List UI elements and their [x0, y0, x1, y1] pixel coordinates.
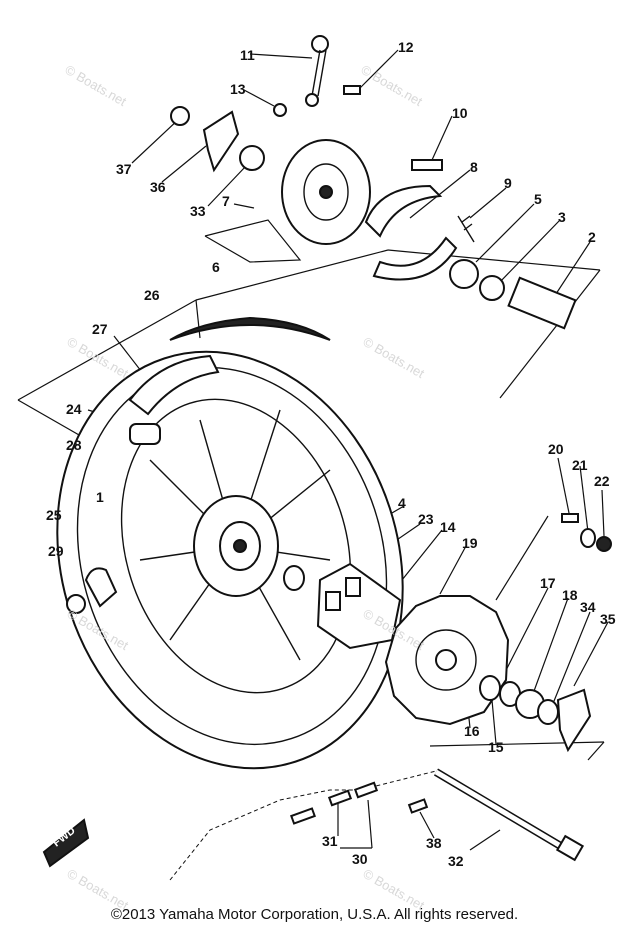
callout-2: 2	[588, 229, 596, 245]
callout-1: 1	[96, 489, 104, 505]
callout-29: 29	[48, 543, 64, 559]
callout-23: 23	[418, 511, 434, 527]
callout-9: 9	[504, 175, 512, 191]
callout-4: 4	[398, 495, 406, 511]
copyright-notice: ©2013 Yamaha Motor Corporation, U.S.A. A…	[110, 906, 519, 923]
callout-3: 3	[558, 209, 566, 225]
chain-parts	[290, 781, 429, 825]
callout-33: 33	[190, 203, 206, 219]
collar	[283, 565, 305, 591]
callout-38: 38	[426, 835, 442, 851]
clutch-hub	[316, 562, 402, 650]
callout-14: 14	[440, 519, 456, 535]
chain-adjuster	[561, 513, 612, 552]
callout-35: 35	[600, 611, 616, 627]
brake-cam-lever	[305, 35, 329, 107]
callout-36: 36	[150, 179, 166, 195]
callout-28: 28	[66, 437, 82, 453]
callout-11: 11	[240, 47, 255, 63]
callout-37: 37	[116, 161, 132, 177]
callout-5: 5	[534, 191, 542, 207]
callout-24: 24	[66, 401, 82, 417]
callout-21: 21	[572, 457, 588, 473]
inner-tube	[128, 354, 220, 445]
callout-16: 16	[464, 723, 480, 739]
small-parts-top	[170, 85, 577, 330]
callout-25: 25	[46, 507, 62, 523]
callout-30: 30	[352, 851, 368, 867]
callout-7: 7	[222, 193, 230, 209]
callout-8: 8	[470, 159, 478, 175]
callout-32: 32	[448, 853, 464, 869]
callout-18: 18	[562, 587, 578, 603]
callout-26: 26	[144, 287, 160, 303]
callout-15: 15	[488, 739, 504, 755]
callout-20: 20	[548, 441, 564, 457]
right-spacers	[479, 675, 592, 753]
fwd-arrow-icon	[42, 818, 90, 868]
rear-sprocket	[384, 595, 510, 726]
brake-shoe-plate	[281, 139, 371, 245]
callout-27: 27	[92, 321, 108, 337]
brake-shoes	[364, 184, 458, 281]
callout-6-upper: 6	[212, 259, 220, 275]
callout-12: 12	[398, 39, 414, 55]
callout-17: 17	[540, 575, 556, 591]
wheel-hub	[193, 495, 279, 597]
callout-19: 19	[462, 535, 478, 551]
chain-puller	[66, 567, 118, 614]
callout-10: 10	[452, 105, 468, 121]
callout-22: 22	[594, 473, 610, 489]
callout-13: 13	[230, 81, 246, 97]
rear-axle	[433, 768, 585, 862]
callout-34: 34	[580, 599, 596, 615]
callout-31: 31	[322, 833, 338, 849]
